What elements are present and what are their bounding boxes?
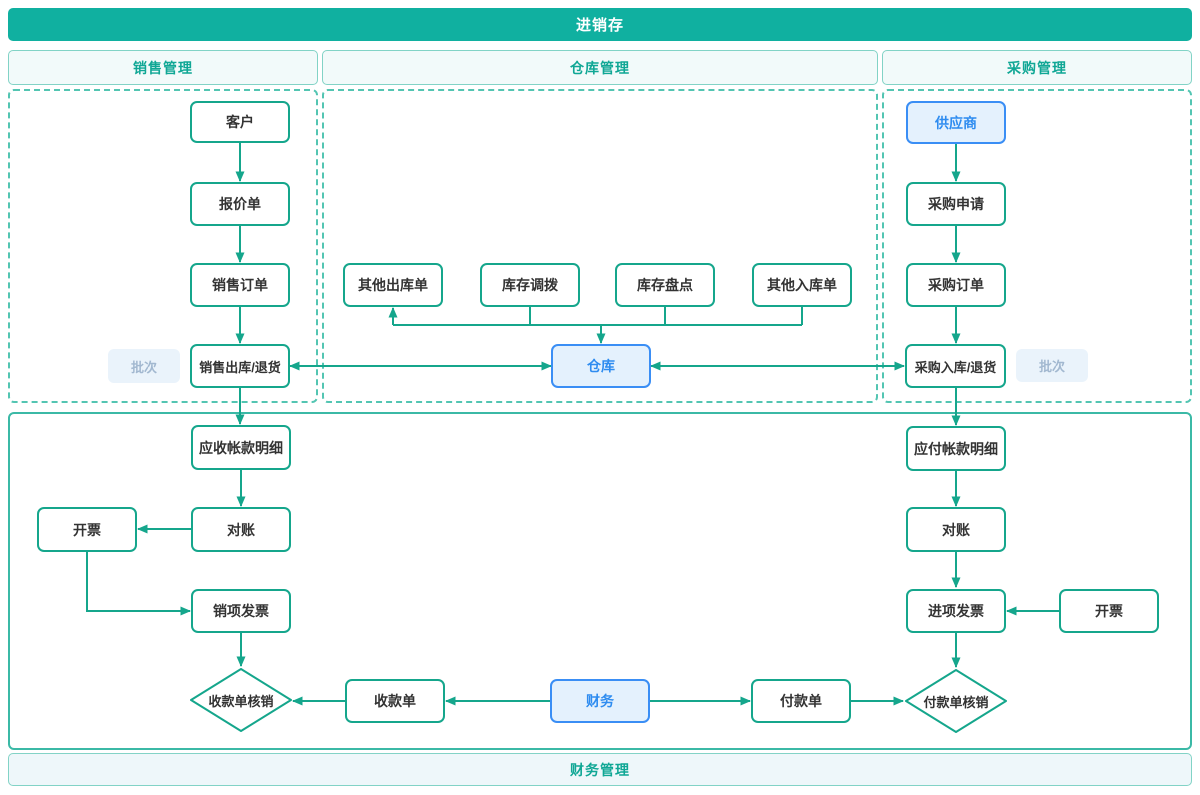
node-inventory-transfer[interactable]: 库存调拨 [480, 263, 580, 307]
node-other-outbound-order[interactable]: 其他出库单 [343, 263, 443, 307]
node-label: 应收帐款明细 [199, 439, 283, 456]
node-label: 库存盘点 [637, 277, 693, 293]
node-label: 客户 [226, 114, 254, 130]
node-other-inbound-order[interactable]: 其他入库单 [752, 263, 852, 307]
node-batch-right: 批次 [1016, 349, 1088, 382]
node-input-invoice[interactable]: 进项发票 [906, 589, 1006, 633]
finance-section-frame [8, 412, 1192, 750]
node-payment-order[interactable]: 付款单 [751, 679, 851, 723]
node-label: 付款单核销 [923, 694, 989, 710]
node-ar-detail[interactable]: 应收帐款明细 [191, 425, 291, 470]
node-purchase-request[interactable]: 采购申请 [906, 182, 1006, 226]
lane-header-purchase-label: 采购管理 [1007, 59, 1067, 76]
node-sales-order[interactable]: 销售订单 [190, 263, 290, 307]
node-label: 销项发票 [213, 603, 269, 619]
node-label: 采购入库/退货 [914, 359, 997, 375]
lane-sales [8, 89, 318, 403]
node-label: 对账 [227, 521, 255, 538]
node-label: 库存调拨 [502, 277, 558, 293]
node-label: 其他入库单 [767, 277, 837, 293]
node-inventory-check[interactable]: 库存盘点 [615, 263, 715, 307]
node-label: 供应商 [935, 114, 977, 131]
lane-header-sales: 销售管理 [8, 50, 318, 85]
node-invoice-left[interactable]: 开票 [37, 507, 137, 552]
lane-header-warehouse: 仓库管理 [322, 50, 878, 85]
node-label: 报价单 [219, 196, 261, 212]
diamond-shape [190, 668, 292, 732]
node-label: 销售出库/退货 [199, 359, 281, 375]
lane-warehouse [322, 89, 878, 403]
node-label: 收款单 [374, 693, 416, 709]
node-customer[interactable]: 客户 [190, 101, 290, 143]
node-label: 批次 [130, 359, 157, 375]
node-reconcile-right[interactable]: 对账 [906, 507, 1006, 552]
node-payment-verify[interactable]: 付款单核销 [905, 669, 1007, 733]
node-receipt-verify[interactable]: 收款单核销 [190, 668, 292, 732]
page-title: 进销存 [575, 17, 624, 34]
node-label: 销售订单 [212, 277, 268, 293]
node-purchase-order[interactable]: 采购订单 [906, 263, 1006, 307]
node-label: 应付帐款明细 [914, 440, 998, 457]
node-reconcile-left[interactable]: 对账 [191, 507, 291, 552]
node-finance[interactable]: 财务 [550, 679, 650, 723]
diamond-shape [905, 669, 1007, 733]
node-label: 收款单核销 [208, 693, 274, 709]
node-label: 仓库 [587, 358, 615, 374]
node-label: 对账 [942, 521, 970, 538]
node-label: 批次 [1038, 359, 1065, 374]
node-purchase-inbound-return[interactable]: 采购入库/退货 [905, 344, 1006, 388]
node-label: 财务 [586, 693, 614, 709]
node-label: 开票 [73, 521, 101, 538]
lane-header-sales-label: 销售管理 [133, 59, 193, 76]
node-receipt-order[interactable]: 收款单 [345, 679, 445, 723]
node-warehouse[interactable]: 仓库 [551, 344, 651, 388]
lane-header-warehouse-label: 仓库管理 [570, 59, 630, 76]
node-invoice-right[interactable]: 开票 [1059, 589, 1159, 633]
node-supplier[interactable]: 供应商 [906, 101, 1006, 144]
lane-header-purchase: 采购管理 [882, 50, 1192, 85]
node-label: 进项发票 [928, 603, 984, 619]
node-label: 采购订单 [928, 277, 984, 293]
node-output-invoice[interactable]: 销项发票 [191, 589, 291, 633]
node-label: 付款单 [780, 693, 822, 709]
lane-purchase [882, 89, 1192, 403]
node-sales-outbound-return[interactable]: 销售出库/退货 [190, 344, 290, 388]
node-label: 其他出库单 [358, 277, 428, 293]
node-ap-detail[interactable]: 应付帐款明细 [906, 426, 1006, 471]
footer-bar: 财务管理 [8, 753, 1192, 786]
node-quotation[interactable]: 报价单 [190, 182, 290, 226]
node-batch-left: 批次 [108, 349, 180, 383]
node-label: 采购申请 [928, 196, 984, 212]
footer-label: 财务管理 [570, 761, 630, 778]
title-bar: 进销存 [8, 8, 1192, 41]
node-label: 开票 [1095, 603, 1123, 619]
